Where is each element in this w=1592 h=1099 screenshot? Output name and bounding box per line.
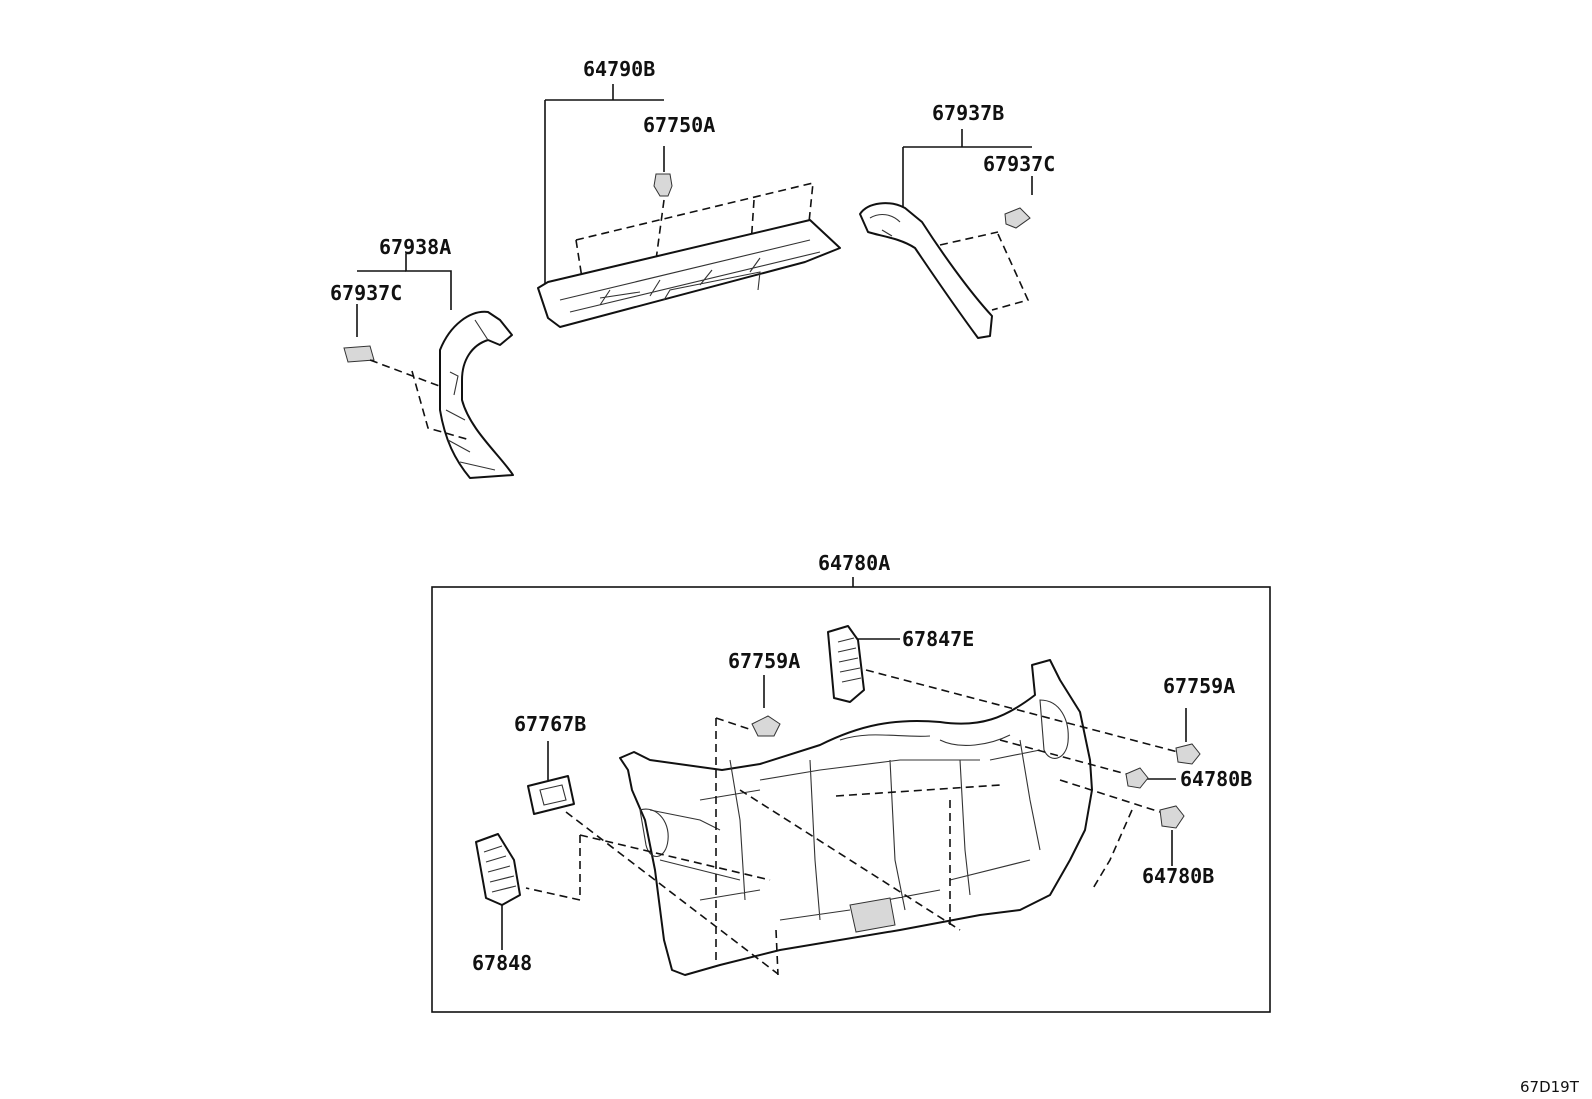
- sill-garnish-64790B: [537, 219, 841, 328]
- callout-67848: 67848: [472, 951, 532, 975]
- clip-67750A: [653, 173, 673, 197]
- handle-pocket: [849, 897, 896, 933]
- callout-67750A: 67750A: [643, 113, 715, 137]
- clip-67937C-left: [343, 345, 375, 363]
- callout-67759A-right: 67759A: [1163, 674, 1235, 698]
- clip-64780B-upper: [1125, 767, 1149, 789]
- callout-64780A: 64780A: [818, 551, 890, 575]
- callout-64780B-lower: 64780B: [1142, 864, 1214, 888]
- callout-64780B-upper: 64780B: [1180, 767, 1252, 791]
- part-64780A-group: [431, 577, 1271, 1013]
- part-67937B-group: [859, 129, 1033, 339]
- callout-67937C-left: 67937C: [330, 281, 402, 305]
- part-67938A-group: [343, 254, 514, 479]
- cover-67767B: [527, 775, 575, 815]
- callout-64790B: 64790B: [583, 57, 655, 81]
- callout-67938A: 67938A: [379, 235, 451, 259]
- callout-67937B: 67937B: [932, 101, 1004, 125]
- clip-67759A-right: [1175, 743, 1201, 765]
- clip-64780B-lower: [1159, 805, 1185, 829]
- grille-67847E: [827, 625, 865, 703]
- callout-67937C-right: 67937C: [983, 152, 1055, 176]
- back-door-trim-board: [619, 659, 1093, 976]
- callout-67847E: 67847E: [902, 627, 974, 651]
- assembly-boundary-64780A: [431, 586, 1271, 1013]
- callout-67767B: 67767B: [514, 712, 586, 736]
- diagram-reference-id: 67D19T: [1520, 1078, 1580, 1096]
- callout-67759A-left: 67759A: [728, 649, 800, 673]
- part-64790B-group: [537, 84, 841, 328]
- clip-67759A-left: [751, 715, 781, 737]
- clip-67937C-right: [1004, 207, 1031, 229]
- pillar-trim-left: [439, 310, 514, 479]
- pillar-trim-right: [859, 202, 993, 339]
